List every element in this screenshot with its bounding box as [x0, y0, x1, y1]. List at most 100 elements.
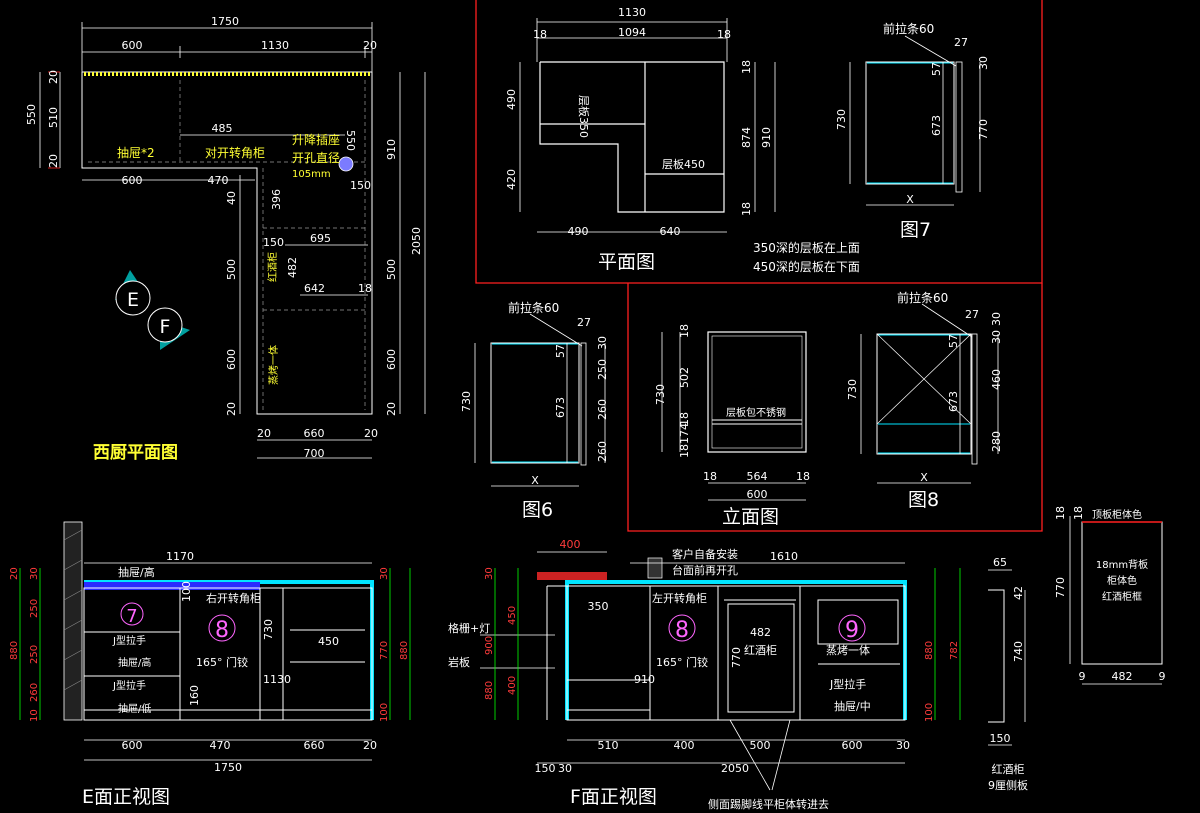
fig7-x: X — [906, 193, 914, 206]
e-b-470: 470 — [210, 739, 231, 752]
fig6-dim-730: 730 — [460, 391, 473, 412]
tv-dim-1130: 1130 — [618, 6, 646, 19]
dim-695: 695 — [310, 232, 331, 245]
f-l-30: 30 — [484, 567, 495, 580]
dim-20-left-b: 20 — [47, 154, 60, 168]
dim-482: 482 — [286, 257, 299, 278]
fig7-dim-27: 27 — [954, 36, 968, 49]
el-dim-174: 174 — [678, 423, 691, 444]
side-dim-9b: 9 — [1159, 670, 1166, 683]
fig8-dim-280: 280 — [990, 431, 1003, 452]
el-dim-18a: 18 — [678, 324, 691, 338]
fig6-pull-label: 前拉条60 — [508, 300, 559, 315]
f-grille-label: 格栅+灯 — [448, 621, 490, 635]
dim-bot-660: 660 — [304, 427, 325, 440]
e-num-7: 7 — [126, 606, 137, 627]
fig8-dim-460: 460 — [990, 369, 1003, 390]
side-dim-9a: 9 — [1079, 670, 1086, 683]
lift-label-2: 开孔直径 — [292, 151, 340, 165]
f-b-2050: 2050 — [721, 762, 749, 775]
e-dim-160: 160 — [188, 685, 201, 706]
fig6-dim-260b: 260 — [596, 441, 609, 462]
dim-550-left: 550 — [25, 104, 38, 125]
dim-18: 18 — [358, 282, 372, 295]
f-num-8: 8 — [675, 618, 689, 643]
f-corner-left: 左开转角柜 — [652, 591, 707, 605]
el-dim-18c: 18 — [678, 444, 691, 458]
side-dim-482: 482 — [1112, 670, 1133, 683]
ef-marker: E F — [115, 270, 190, 350]
f-r-100: 100 — [924, 703, 935, 722]
dim-2050: 2050 — [410, 227, 423, 255]
shelf-350-label: 层板350 — [577, 95, 591, 138]
e-l-20: 20 — [9, 567, 20, 580]
f-steam-label: 蒸烤一体 — [826, 643, 870, 657]
el-dim-730: 730 — [654, 384, 667, 405]
top-view-title: 平面图 — [598, 251, 655, 273]
fig7-dim-57: 57 — [930, 62, 943, 76]
tv-dim-490: 490 — [505, 89, 518, 110]
e-b-20: 20 — [363, 739, 377, 752]
steam-label: 蒸烤一体 — [267, 345, 280, 385]
f-note-hole: 台面前再开孔 — [672, 563, 738, 577]
side-note-3: 红酒柜框 — [1102, 590, 1142, 603]
el-dim-564: 564 — [747, 470, 768, 483]
dim-550-right: 550 — [344, 130, 357, 151]
side-dim-18b: 18 — [1072, 506, 1085, 520]
board-dim-42: 42 — [1012, 586, 1025, 600]
f-b-510: 510 — [598, 739, 619, 752]
tv-note-1: 350深的层板在上面 — [753, 240, 860, 255]
fig6-dim-250: 250 — [596, 359, 609, 380]
e-drawer-low: 抽屉/低 — [118, 702, 151, 715]
shelf-note: 层板包不锈钢 — [726, 406, 786, 419]
e-l-250b: 250 — [29, 645, 40, 664]
fig6-title: 图6 — [522, 499, 553, 521]
el-dim-600: 600 — [747, 488, 768, 501]
lift-label-3: 105mm — [292, 169, 331, 180]
e-r-770: 770 — [379, 641, 390, 660]
f-l-450: 450 — [507, 606, 518, 625]
dim-910: 910 — [385, 139, 398, 160]
board-note-2: 9厘侧板 — [988, 778, 1028, 792]
board-note-1: 红酒柜 — [992, 763, 1025, 776]
tv-dim-r18a: 18 — [740, 60, 753, 74]
f-l-880: 880 — [484, 681, 495, 700]
elevation: 层板包不锈钢 18 502 730 18 174 18 18 564 18 60… — [654, 324, 810, 528]
fig8-dim-27: 27 — [965, 308, 979, 321]
e-dim-1170: 1170 — [166, 550, 194, 563]
board-dim-65: 65 — [993, 556, 1007, 569]
dim-600-row: 600 — [122, 174, 143, 187]
fig8-dim-673: 673 — [947, 391, 960, 412]
e-dim-730: 730 — [262, 619, 275, 640]
fig6-x: X — [531, 474, 539, 487]
marker-e: E — [127, 289, 139, 311]
e-l-260: 260 — [29, 683, 40, 702]
f-hinge: 165° 门铰 — [656, 655, 708, 669]
elevation-title: 立面图 — [722, 506, 779, 528]
f-view-title: F面正视图 — [570, 786, 657, 808]
e-r-100: 100 — [379, 703, 390, 722]
f-dim-910: 910 — [634, 673, 655, 686]
f-view: 400 客户自备安装 台面前再开孔 1610 格栅+灯 岩板 350 左开转角柜… — [448, 538, 961, 811]
e-view-title: E面正视图 — [82, 786, 170, 808]
f-wine-label: 红酒柜 — [744, 644, 777, 657]
fig6-dim-57: 57 — [554, 344, 567, 358]
f-b-600: 600 — [842, 739, 863, 752]
e-view: 1170 抽屉/高 7 J型拉手 抽屉/高 J型拉手 抽屉/低 右开转角柜 8 … — [9, 521, 411, 808]
tv-note-2: 450深的层板在下面 — [753, 259, 860, 274]
f-b-30b: 30 — [558, 762, 572, 775]
side-dim-18a: 18 — [1054, 506, 1067, 520]
lift-label-1: 升降插座 — [292, 132, 340, 147]
drawer-label: 抽屉*2 — [117, 146, 155, 160]
e-corner-right: 右开转角柜 — [206, 591, 261, 605]
tv-dim-420: 420 — [505, 169, 518, 190]
dim-500b: 500 — [385, 259, 398, 280]
dim-396: 396 — [270, 189, 283, 210]
e-dim-100: 100 — [180, 581, 193, 602]
dim-600b: 600 — [385, 349, 398, 370]
dim-40: 40 — [225, 191, 238, 205]
fig6-dim-260a: 260 — [596, 399, 609, 420]
dim-bot-20a: 20 — [257, 427, 271, 440]
e-hinge: 165° 门铰 — [196, 655, 248, 669]
f-note-side: 侧面踢脚线平柜体转进去 — [708, 797, 829, 811]
